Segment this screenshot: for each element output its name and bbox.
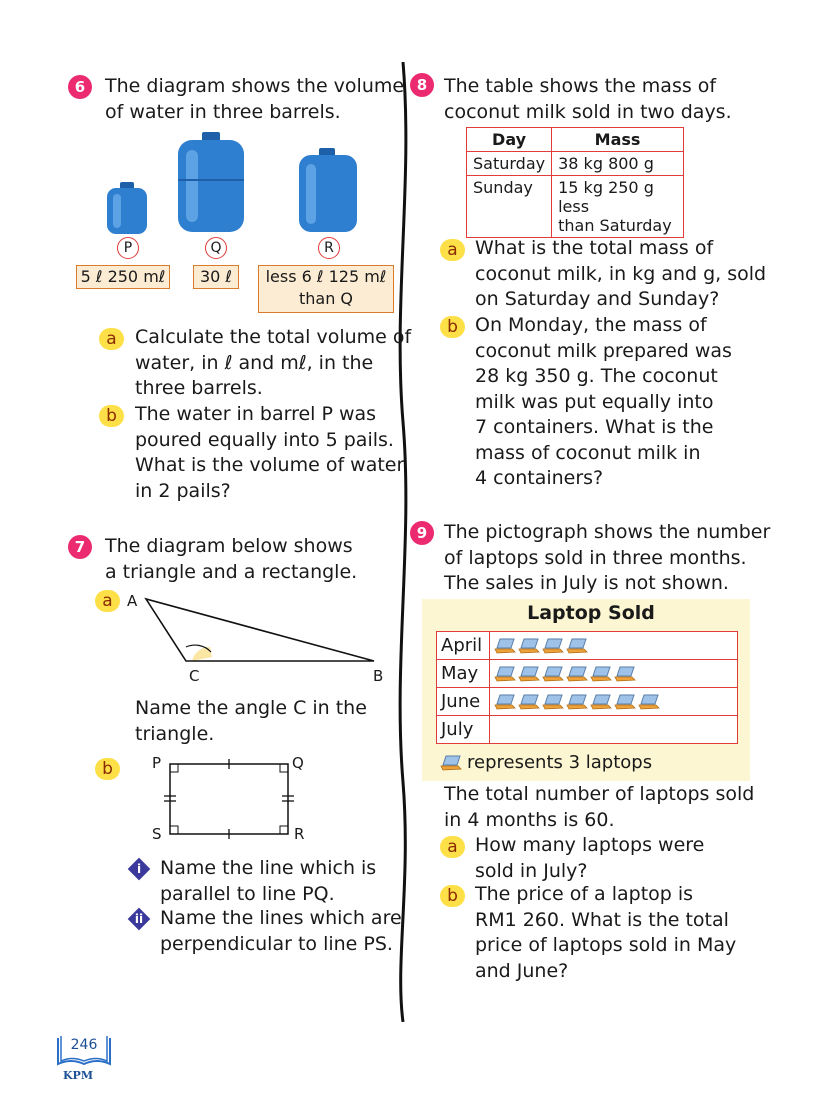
barrel-p-label: P — [117, 237, 139, 259]
question-6a-badge: a — [99, 328, 124, 350]
pictograph-key-text: represents 3 laptops — [467, 752, 653, 773]
question-7-number: 7 — [68, 535, 92, 559]
rect-label-p: P — [152, 754, 162, 772]
question-8b-text: On Monday, the mass of coconut milk prep… — [475, 314, 732, 489]
question-7-intro: The diagram below shows a triangle and a… — [105, 535, 358, 583]
table-row: Saturday 38 kg 800 g — [465, 151, 684, 176]
question-9-number: 9 — [410, 521, 434, 545]
triangle-diagram — [144, 597, 375, 662]
laptop-icon — [614, 694, 636, 710]
question-8-intro: The table shows the mass of coconut milk… — [444, 75, 732, 123]
rect-label-q: Q — [292, 754, 304, 772]
rect-label-s: S — [152, 825, 162, 843]
pictograph-icons-april — [489, 631, 738, 660]
question-9a-text: How many laptops were sold in July? — [475, 834, 705, 882]
barrel-r-image — [299, 148, 357, 232]
laptop-icon — [590, 694, 612, 710]
barrel-q-image — [178, 132, 244, 232]
table-row: Sunday 15 kg 250 g less than Saturday — [465, 175, 684, 238]
pictograph-title: Laptop Sold — [527, 602, 655, 624]
question-6b-badge: b — [99, 405, 124, 427]
question-6-intro: The diagram shows the volume of water in… — [105, 75, 405, 123]
laptop-icon — [542, 694, 564, 710]
book-logo-icon — [57, 1036, 111, 1066]
pictograph-table: April May June July — [436, 631, 738, 744]
question-9b-badge: b — [440, 885, 465, 907]
triangle-label-c: C — [189, 667, 200, 685]
pictograph-month: July — [436, 715, 490, 744]
table-row: July — [436, 715, 738, 744]
question-7b-i-text: Name the line which is parallel to line … — [160, 857, 377, 905]
question-8b-badge: b — [440, 316, 465, 338]
rectangle-diagram — [164, 759, 294, 839]
question-9a-badge: a — [440, 836, 465, 858]
question-7b-i-marker: i — [127, 857, 151, 881]
pictograph-icons-may — [489, 659, 738, 688]
laptop-icon — [494, 666, 516, 682]
laptop-icon — [518, 666, 540, 682]
laptop-icon — [590, 666, 612, 682]
question-6b-text: The water in barrel P was poured equally… — [135, 403, 405, 502]
question-7b-ii-marker: ii — [127, 907, 151, 931]
question-9-total: The total number of laptops sold in 4 mo… — [444, 783, 755, 831]
barrel-p-volume: 5 ℓ 250 mℓ — [76, 265, 170, 289]
pictograph-icons-july — [489, 715, 738, 744]
question-8a-badge: a — [440, 239, 465, 261]
laptop-icon — [440, 755, 462, 771]
barrel-q-volume: 30 ℓ — [193, 265, 239, 289]
mass-table-header-day: Day — [465, 127, 553, 152]
table-row: May — [436, 659, 738, 688]
laptop-icon — [566, 694, 588, 710]
laptop-icon — [542, 638, 564, 654]
question-7b-ii-text: Name the lines which are perpendicular t… — [160, 907, 402, 955]
barrel-p-image — [107, 182, 147, 234]
triangle-label-b: B — [373, 667, 384, 685]
question-8-number: 8 — [410, 73, 434, 97]
table-row: April — [436, 631, 738, 660]
publisher-name: KPM — [63, 1069, 94, 1082]
question-6-number: 6 — [68, 75, 92, 99]
page-number: 246 — [70, 1037, 98, 1053]
mass-table-header-mass: Mass — [551, 127, 684, 152]
pictograph-month: May — [436, 659, 490, 688]
barrel-r-label: R — [318, 237, 340, 259]
laptop-icon — [494, 694, 516, 710]
question-7b-badge: b — [95, 758, 120, 780]
pictograph-month: June — [436, 687, 490, 716]
laptop-icon — [566, 638, 588, 654]
question-9b-text: The price of a laptop is RM1 260. What i… — [475, 883, 737, 982]
laptop-icon — [614, 666, 636, 682]
laptop-icon — [638, 694, 660, 710]
laptop-icon — [518, 638, 540, 654]
table-row: June — [436, 687, 738, 716]
column-divider — [398, 62, 408, 1022]
question-9-intro: The pictograph shows the number of lapto… — [444, 521, 771, 594]
laptop-icon — [566, 666, 588, 682]
laptop-icon — [542, 666, 564, 682]
pictograph-month: April — [436, 631, 490, 660]
table-cell: Sunday — [465, 175, 553, 238]
question-7a-badge: a — [95, 590, 120, 612]
pictograph-icons-june — [489, 687, 738, 716]
pictograph-key: represents 3 laptops — [440, 752, 652, 773]
table-cell: 38 kg 800 g — [551, 151, 684, 176]
barrel-r-volume: less 6 ℓ 125 mℓ than Q — [258, 265, 394, 313]
triangle-label-a: A — [127, 592, 138, 610]
question-6a-text: Calculate the total volume of water, in … — [135, 326, 412, 399]
rect-label-r: R — [294, 825, 305, 843]
laptop-icon — [494, 638, 516, 654]
laptop-icon — [518, 694, 540, 710]
table-cell: 15 kg 250 g less than Saturday — [551, 175, 684, 238]
question-7a-text: Name the angle C in the triangle. — [135, 697, 367, 745]
barrel-q-label: Q — [205, 237, 227, 259]
question-8a-text: What is the total mass of coconut milk, … — [475, 237, 767, 310]
mass-table: Day Mass Saturday 38 kg 800 g Sunday 15 … — [465, 127, 684, 238]
laptop-icon — [440, 752, 464, 773]
table-cell: Saturday — [465, 151, 553, 176]
